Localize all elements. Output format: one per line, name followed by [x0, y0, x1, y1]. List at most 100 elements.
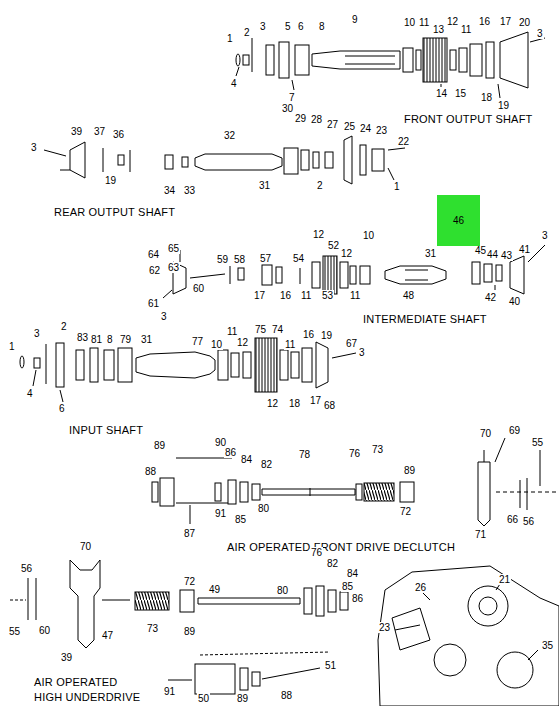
high-underdrive: [10, 560, 348, 694]
part-outline: [496, 492, 556, 493]
callout-number: 82: [260, 459, 273, 470]
part-outline: [300, 268, 301, 284]
callout-number: 88: [144, 466, 157, 477]
part-outline: [484, 450, 485, 462]
part-outline: [340, 262, 348, 288]
callout-number: 3: [536, 28, 544, 39]
part-outline: [478, 462, 490, 526]
part-outline: [423, 593, 430, 600]
part-outline: [168, 680, 192, 681]
part-outline: [325, 152, 333, 168]
callout-number: 7: [288, 92, 296, 103]
part-outline: [302, 348, 312, 382]
callout-number: 16: [279, 290, 292, 301]
callout-number: 80: [257, 503, 270, 514]
callout-number: 11: [418, 17, 430, 28]
callout-number: 69: [508, 425, 521, 436]
part-outline: [328, 590, 336, 612]
callout-number: 16: [478, 16, 491, 27]
callout-number: 3: [33, 328, 41, 339]
callout-number: 27: [326, 119, 339, 130]
callout-number: 19: [497, 100, 510, 111]
callout-number: 55: [531, 437, 544, 448]
part-outline: [479, 597, 497, 615]
callout-number: 28: [310, 114, 323, 125]
callout-number: 5: [284, 21, 292, 32]
part-outline: [180, 590, 194, 612]
callout-number: 3: [358, 347, 366, 358]
callout-number: 91: [163, 686, 176, 697]
callout-number: 66: [506, 514, 519, 525]
part-outline: [364, 483, 394, 501]
callout-number: 88: [280, 690, 293, 701]
part-outline: [385, 266, 446, 284]
part-outline: [70, 142, 85, 178]
part-outline: [118, 155, 124, 165]
part-outline: [182, 157, 188, 167]
callout-number: 72: [183, 576, 196, 587]
part-outline: [160, 478, 174, 506]
callout-number: 10: [403, 17, 416, 28]
callout-number: 1: [393, 181, 401, 192]
callout-number: 1: [8, 341, 16, 352]
part-outline: [528, 650, 538, 660]
section-title: INTERMEDIATE SHAFT: [362, 313, 488, 325]
part-outline: [280, 350, 288, 380]
callout-number: 61: [147, 298, 160, 309]
part-outline: [176, 503, 232, 504]
callout-number: 78: [298, 449, 311, 460]
callout-number: 89: [183, 626, 196, 637]
callout-number: 86: [224, 447, 237, 458]
callout-number: 65: [167, 243, 180, 254]
callout-number: 46: [453, 215, 464, 226]
part-outline: [310, 488, 311, 496]
part-outline: [378, 566, 559, 706]
callout-number: 87: [183, 528, 196, 539]
callout-number: 73: [146, 623, 159, 634]
callout-number: 15: [454, 88, 467, 99]
part-outline: [262, 265, 272, 285]
callout-number: 67: [345, 338, 358, 349]
callout-number: 36: [112, 129, 125, 140]
callout-number: 81: [90, 334, 103, 345]
callout-number: 60: [38, 625, 51, 636]
part-outline: [295, 45, 309, 75]
callout-number: 24: [359, 123, 372, 134]
part-outline: [243, 55, 249, 65]
callout-number: 3: [259, 21, 267, 32]
callout-number: 12: [236, 337, 249, 348]
part-outline: [497, 652, 533, 688]
part-outline: [291, 352, 299, 378]
section-title: AIR OPERATED FRONT DRIVE DECLUTCH: [226, 541, 456, 553]
part-outline: [495, 438, 505, 462]
callout-number: 20: [518, 17, 531, 28]
part-outline: [500, 32, 528, 88]
callout-number: 32: [223, 130, 236, 141]
callout-number: 76: [348, 448, 361, 459]
callout-number: 10: [210, 339, 223, 350]
callout-number: 22: [397, 136, 410, 147]
callout-number: 40: [508, 296, 521, 307]
part-outline: [360, 145, 366, 175]
callout-number: 16: [302, 329, 315, 340]
callout-number: 83: [76, 332, 89, 343]
part-outline: [316, 342, 328, 388]
part-outline: [395, 625, 420, 630]
part-outline: [468, 586, 508, 626]
section-title: FRONT OUTPUT SHAFT: [403, 113, 533, 125]
callout-number: 64: [147, 249, 160, 260]
callout-number: 19: [104, 175, 117, 186]
callout-number: 41: [518, 244, 531, 255]
section-title: HIGH UNDERDRIVE: [33, 691, 141, 703]
callout-number: 29: [294, 113, 307, 124]
part-outline: [388, 148, 405, 150]
callout-number: 73: [371, 444, 384, 455]
part-outline: [56, 343, 64, 387]
callout-number: 56: [522, 516, 535, 527]
callout-number: 71: [474, 529, 487, 540]
part-outline: [60, 390, 63, 402]
part-outline: [441, 84, 442, 87]
part-outline: [403, 48, 413, 72]
part-outline: [450, 50, 456, 70]
